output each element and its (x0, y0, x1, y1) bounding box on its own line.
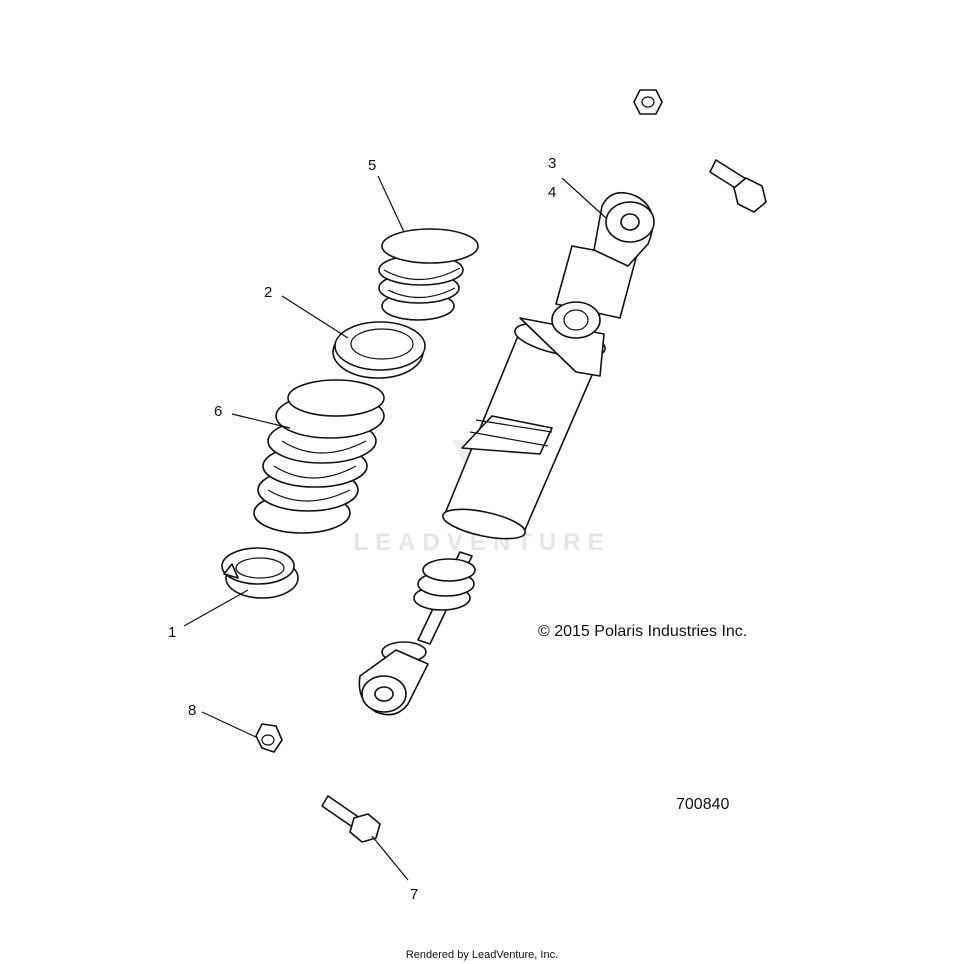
nut-upper (633, 89, 663, 115)
callout-4: 4 (548, 184, 556, 201)
callout-7: 7 (410, 886, 418, 903)
bolt-upper (709, 159, 767, 213)
spring-main (253, 379, 385, 534)
callout-3: 3 (548, 155, 556, 172)
callout-6: 6 (214, 403, 222, 420)
callout-5: 5 (368, 157, 376, 174)
leader-lines (183, 175, 607, 881)
rendered-by-text: Rendered by LeadVenture, Inc. (406, 949, 558, 961)
figure-number: 700840 (676, 796, 729, 813)
callout-2: 2 (264, 284, 272, 301)
shock-absorber (358, 191, 655, 716)
bolt-lower (321, 795, 381, 843)
retainer-clip (221, 547, 299, 599)
spring-spacer (332, 321, 426, 379)
nut-lower (255, 723, 283, 753)
spring-upper (378, 228, 479, 321)
callout-8: 8 (188, 702, 196, 719)
callout-1: 1 (168, 624, 176, 641)
copyright-text: © 2015 Polaris Industries Inc. (538, 623, 747, 640)
